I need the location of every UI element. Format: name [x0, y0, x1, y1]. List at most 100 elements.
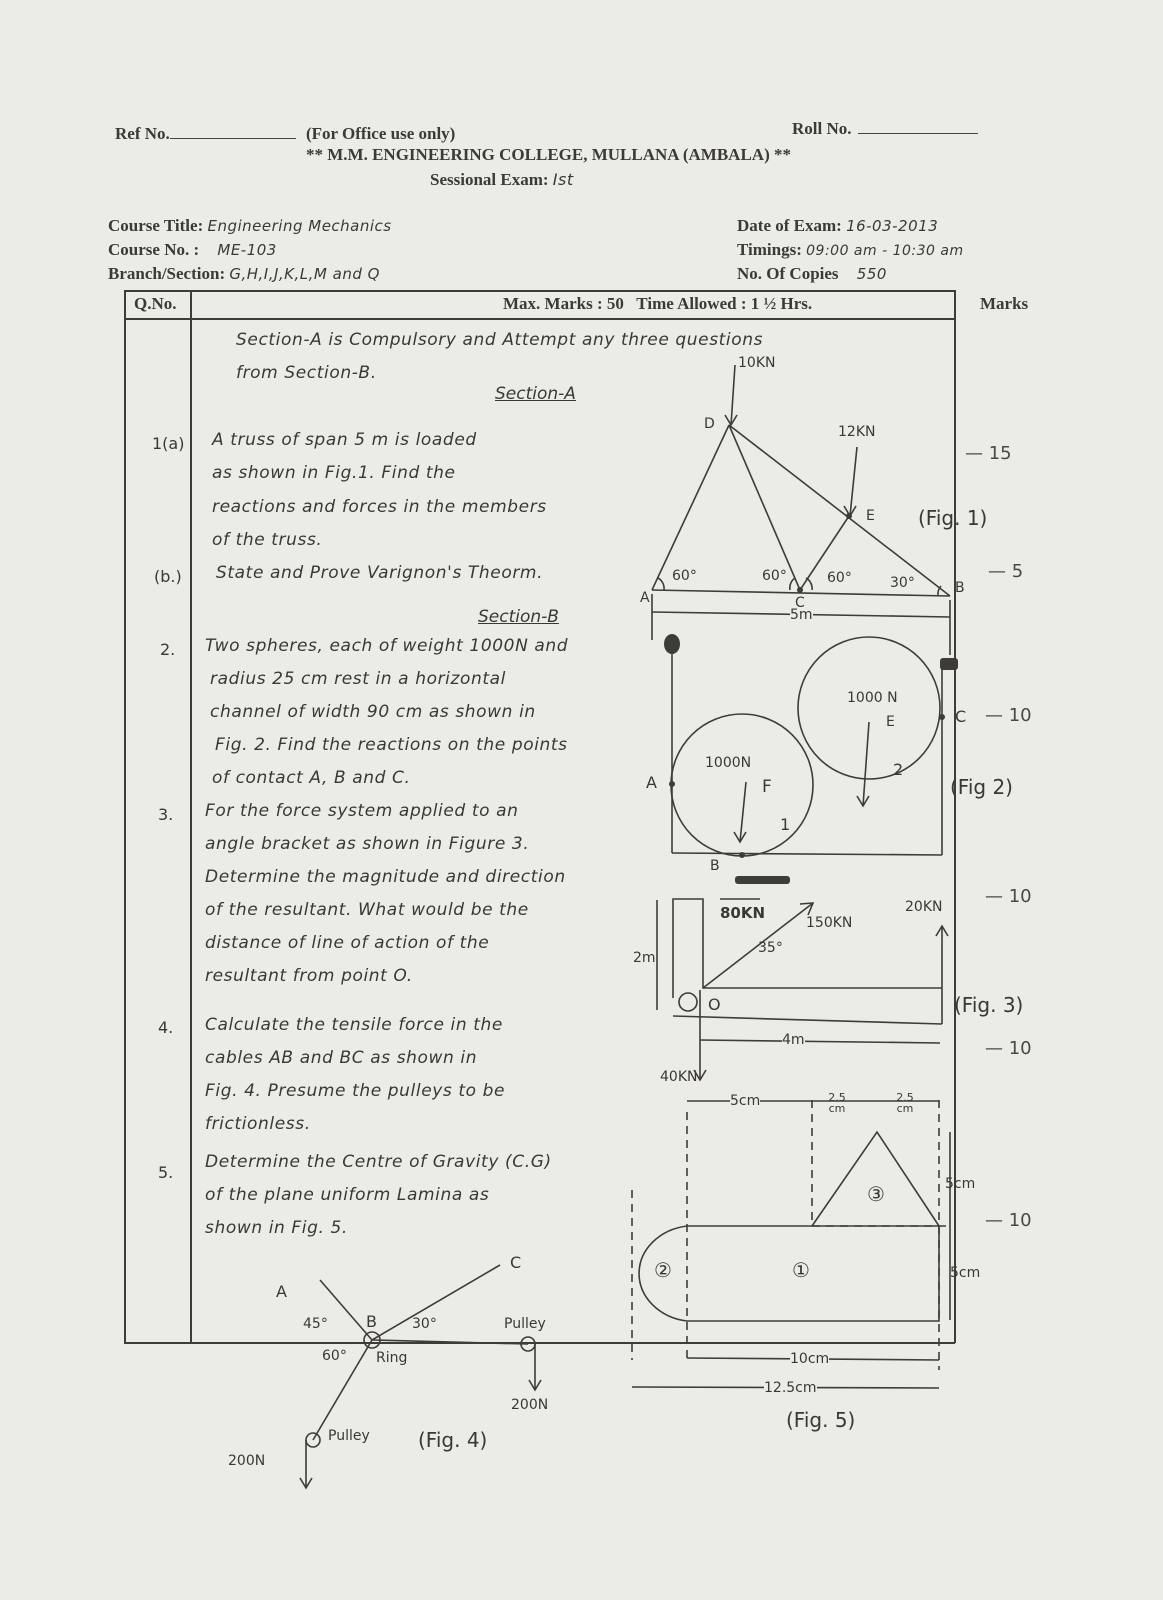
- instruction-line-2: from Section-B.: [236, 363, 377, 383]
- exam-timings: Timings: 09:00 am - 10:30 am: [737, 240, 964, 260]
- question-5-line: Determine the Centre of Gravity (C.G): [205, 1152, 552, 1172]
- fig3-length: 4m: [782, 1032, 805, 1048]
- fig4-load-right: 200N: [511, 1397, 549, 1413]
- ref-no-field: [169, 138, 296, 139]
- fig2-point-e: E: [886, 714, 895, 730]
- question-3-line: angle bracket as shown in Figure 3.: [205, 834, 530, 854]
- fig5-dim-2-5-left: 2.5 cm: [828, 1091, 846, 1115]
- office-use-label: (For Office use only): [306, 124, 456, 143]
- fig5-height-bottom: 5cm: [950, 1265, 981, 1281]
- fig5-part-1: ①: [792, 1258, 810, 1282]
- marks-value: — 10: [985, 1038, 1032, 1059]
- fig2-weight-2: 1000 N: [847, 690, 898, 706]
- course-no: Course No. : ME-103: [108, 240, 277, 260]
- college-name: ** M.M. ENGINEERING COLLEGE, MULLANA (AM…: [306, 145, 791, 164]
- fig5-width-10: 10cm: [790, 1351, 830, 1367]
- fig4-angle-45: 45°: [303, 1316, 328, 1332]
- question-3-line: For the force system applied to an: [205, 801, 519, 821]
- fig3-force-150: 150KN: [806, 915, 853, 931]
- fig3-force-80: 80KN: [720, 904, 766, 922]
- fig1-angle-b: 30°: [890, 575, 915, 591]
- question-2-line: Fig. 2. Find the reactions on the points: [215, 735, 568, 755]
- fig4-point-a: A: [276, 1282, 287, 1301]
- question-2-line: Two spheres, each of weight 1000N and: [205, 636, 569, 656]
- fig3-force-40: 40KN: [660, 1069, 698, 1085]
- question-1a-line: reactions and forces in the members: [212, 497, 547, 517]
- date-value: 16-03-2013: [846, 217, 939, 235]
- fig5-part-3: ③: [867, 1182, 885, 1206]
- fig1-node-c: C: [795, 595, 805, 611]
- fig4-ring: Ring: [376, 1350, 408, 1366]
- qno-column-divider: [190, 290, 192, 1343]
- question-2-line: channel of width 90 cm as shown in: [210, 702, 536, 722]
- table-top-border: [124, 290, 955, 292]
- fig5-dim-2-5-right: 2.5 cm: [896, 1091, 914, 1115]
- fig4-angle-60: 60°: [322, 1348, 347, 1364]
- question-1a-line: as shown in Fig.1. Find the: [212, 463, 456, 483]
- col-info-header: Max. Marks : 50 Time Allowed : 1 ½ Hrs.: [503, 294, 813, 313]
- question-3-line: distance of line of action of the: [205, 933, 490, 953]
- instruction-line-1: Section-A is Compulsory and Attempt any …: [236, 330, 764, 350]
- question-number: 1(a): [152, 434, 185, 453]
- branch-section: Branch/Section: G,H,I,J,K,L,M and Q: [108, 264, 380, 284]
- fig4-load-bottom: 200N: [228, 1453, 266, 1469]
- copies-value: 550: [856, 265, 887, 283]
- question-4-line: frictionless.: [205, 1114, 311, 1134]
- fig5-width-12-5: 12.5cm: [764, 1380, 817, 1396]
- fig5-caption: (Fig. 5): [786, 1408, 856, 1432]
- ref-no-label: Ref No.: [115, 124, 170, 143]
- marks-value: — 10: [985, 1210, 1032, 1231]
- fig5-dim-5cm: 5cm: [730, 1093, 761, 1109]
- section-a-heading: Section-A: [495, 384, 576, 404]
- exam-title: Sessional Exam: Ist: [430, 170, 574, 190]
- course-title-value: Engineering Mechanics: [207, 217, 392, 235]
- fig1-node-e: E: [866, 508, 875, 524]
- question-5-line: shown in Fig. 5.: [205, 1218, 348, 1238]
- branch-value: G,H,I,J,K,L,M and Q: [229, 265, 380, 283]
- course-title: Course Title: Engineering Mechanics: [108, 216, 392, 236]
- table-bottom-border: [124, 1342, 955, 1344]
- fig5-lamina: [631, 1100, 951, 1389]
- fig4-angle-30: 30°: [412, 1316, 437, 1332]
- timings-value: 09:00 am - 10:30 am: [806, 243, 964, 259]
- fig2-sphere-2: 2: [893, 760, 904, 779]
- col-qno-header: Q.No.: [134, 294, 177, 313]
- fig3-bracket: [656, 898, 949, 1082]
- fig2-channel: [670, 636, 943, 857]
- fig4-pulley-bottom: Pulley: [328, 1428, 370, 1444]
- fig4-point-b: B: [366, 1312, 377, 1331]
- question-number: 2.: [160, 640, 176, 659]
- no-of-copies: No. Of Copies 550: [737, 264, 887, 284]
- table-header-border: [124, 318, 955, 320]
- question-4-line: Fig. 4. Presume the pulleys to be: [205, 1081, 506, 1101]
- question-3-line: Determine the magnitude and direction: [205, 867, 566, 887]
- course-no-label: Course No. :: [108, 240, 200, 259]
- fig4-point-c: C: [510, 1253, 522, 1272]
- fig2-point-c: C: [955, 707, 967, 726]
- marks-value: — 5: [988, 561, 1024, 582]
- fig5-height-top: 5cm: [945, 1176, 976, 1192]
- copies-label: No. Of Copies: [737, 264, 839, 283]
- fig2-point-f: F: [762, 777, 772, 797]
- fig1-angle-c-right: 60°: [827, 570, 852, 586]
- question-number: 4.: [158, 1018, 174, 1037]
- date-label: Date of Exam:: [737, 216, 842, 235]
- timings-label: Timings:: [737, 240, 802, 259]
- roll-no-label: Roll No.: [792, 119, 852, 138]
- fig1-angle-a: 60°: [672, 568, 697, 584]
- section-b-heading: Section-B: [478, 607, 559, 627]
- question-number: (b.): [154, 567, 182, 586]
- question-4-line: cables AB and BC as shown in: [205, 1048, 478, 1068]
- course-no-value: ME-103: [217, 241, 277, 259]
- fig5-part-2: ②: [654, 1258, 672, 1282]
- fig4-pulley-right: Pulley: [504, 1316, 546, 1332]
- fig1-load-d: 10KN: [738, 355, 776, 371]
- fig1-node-a: A: [640, 590, 650, 606]
- exam-value: Ist: [552, 170, 574, 189]
- fig3-caption: (Fig. 3): [954, 993, 1024, 1017]
- question-2-line: of contact A, B and C.: [212, 768, 411, 788]
- branch-label: Branch/Section:: [108, 264, 226, 283]
- fig3-origin: O: [708, 995, 721, 1014]
- fig3-height: 2m: [633, 950, 656, 966]
- fig1-load-e: 12KN: [838, 424, 876, 440]
